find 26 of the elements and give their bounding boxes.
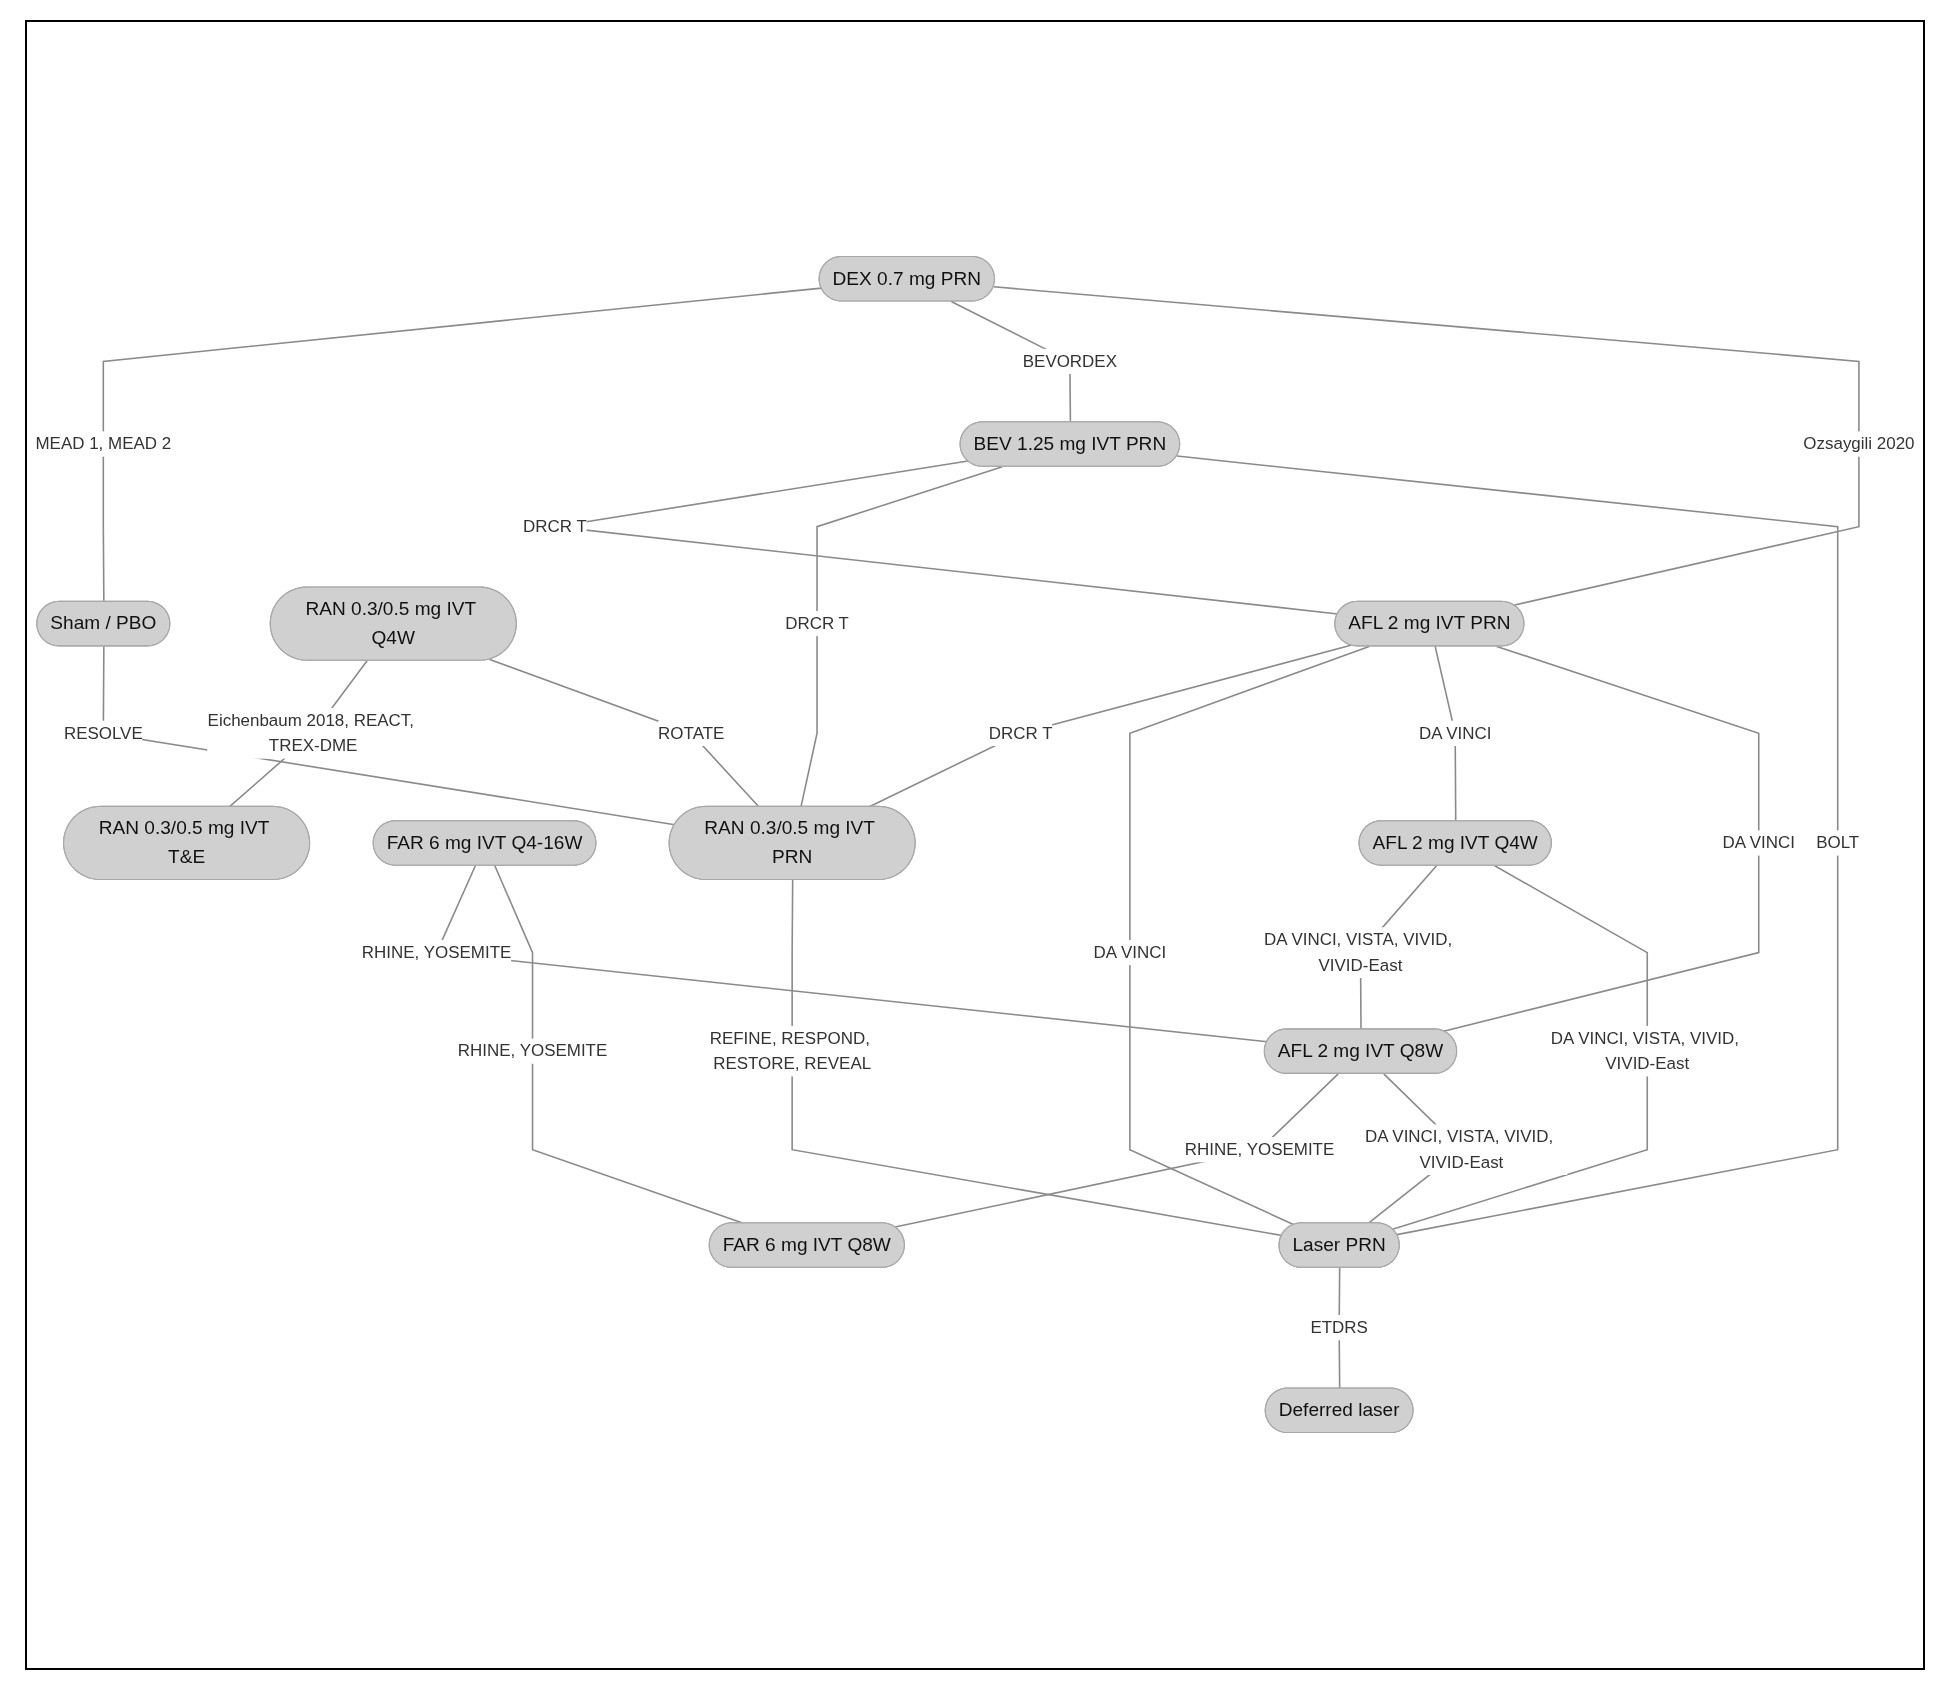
edge-label: REFINE, RESPOND, RESTORE, REVEAL: [709, 1029, 872, 1073]
edge-label: DA VINCI: [1093, 943, 1167, 962]
connector: [1176, 455, 1839, 1236]
edge-label: DRCR T: [988, 724, 1053, 743]
edge-label: RHINE, YOSEMITE: [457, 1042, 608, 1061]
connector: [1391, 865, 1649, 1231]
edge-label: DRCR T: [523, 517, 587, 536]
edge-label: RESOLVE: [63, 724, 143, 743]
edge-label: Eichenbaum 2018, REACT, TREX-DME: [207, 711, 414, 755]
edge-label: DA VINCI: [1722, 833, 1796, 852]
connector: [992, 286, 1860, 607]
edge-label: RHINE, YOSEMITE: [1184, 1140, 1335, 1159]
connector: [894, 1073, 1339, 1229]
edge-label: DA VINCI: [1418, 724, 1492, 743]
edge-label: BEVORDEX: [1022, 352, 1117, 371]
edge-label: ROTATE: [658, 724, 725, 743]
connector: [1129, 646, 1370, 1226]
edge-label: DA VINCI, VISTA, VIVID, VIVID-East: [1264, 930, 1453, 975]
edge-label: DRCR T: [785, 614, 849, 633]
edge-label: BOLT: [1816, 833, 1860, 852]
edge-label: ETDRS: [1310, 1318, 1368, 1337]
edge-label: MEAD 1, MEAD 2: [35, 434, 172, 453]
edge-label: RHINE, YOSEMITE: [361, 943, 512, 962]
edge-label: DA VINCI, VISTA, VIVID, VIVID-East: [1365, 1127, 1554, 1172]
edge-label: Ozsaygili 2020: [1803, 434, 1915, 453]
edge-label: DA VINCI, VISTA, VIVID, VIVID-East: [1550, 1029, 1739, 1073]
